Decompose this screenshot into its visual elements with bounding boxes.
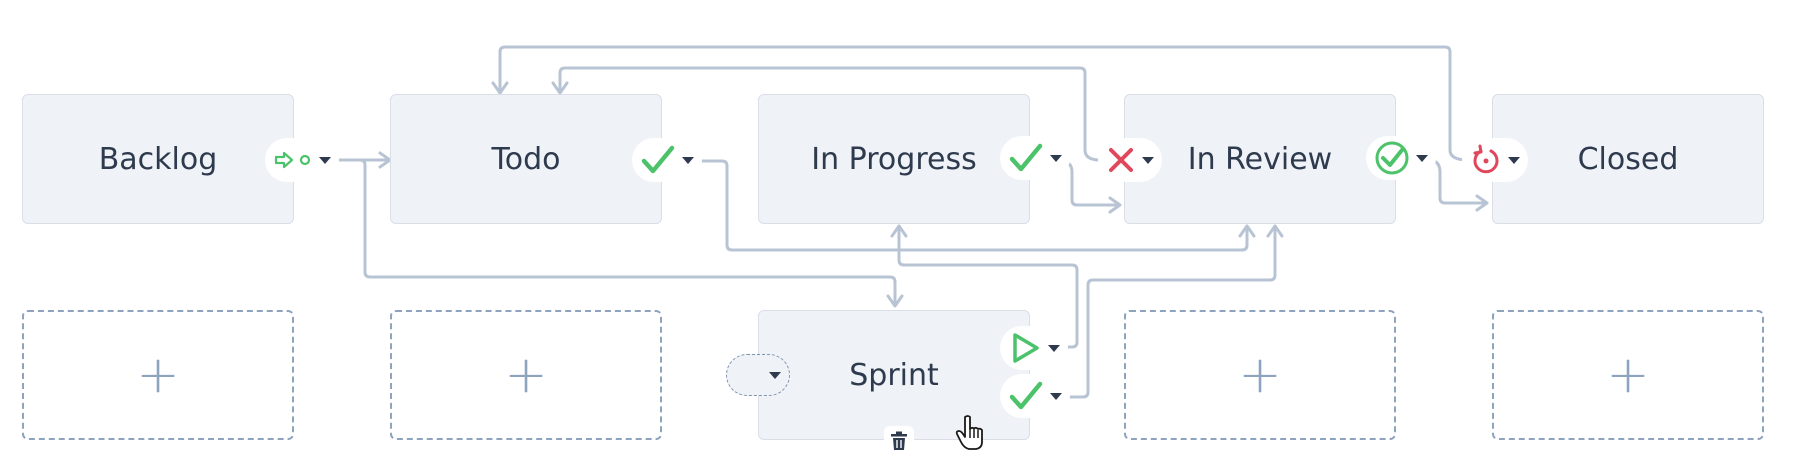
- arrowhead-closed-todo: [491, 81, 509, 95]
- state-label: Todo: [491, 141, 561, 177]
- state-closed[interactable]: Closed: [1492, 94, 1764, 224]
- chevron-down-icon: [1508, 156, 1520, 164]
- state-label: Closed: [1577, 141, 1679, 177]
- reopen-icon: [1473, 144, 1499, 174]
- chevron-down-icon: [1416, 154, 1428, 162]
- add-state-slot[interactable]: +: [1124, 310, 1396, 440]
- arrowhead-backlog-sprint: [886, 294, 904, 308]
- in-review-approve-button[interactable]: [1366, 136, 1436, 180]
- arrowhead-inreview-closed: [1475, 194, 1489, 212]
- chevron-down-icon: [1050, 392, 1062, 400]
- connector-backlog-sprint: [358, 158, 897, 305]
- chevron-down-icon: [1048, 344, 1060, 352]
- arrowhead-sprint-inreview: [1266, 224, 1284, 238]
- check-icon: [1009, 143, 1043, 172]
- arrow-start-icon: [274, 151, 311, 169]
- connector-sprint-inprogress: [897, 226, 1079, 349]
- state-in-progress[interactable]: In Progress: [758, 94, 1030, 224]
- chevron-down-icon: [1142, 156, 1154, 164]
- backlog-transition-button[interactable]: [265, 138, 339, 182]
- arrowhead-inprogress-inreview: [1108, 196, 1122, 214]
- state-sprint[interactable]: Sprint: [758, 310, 1030, 440]
- plus-icon: +: [504, 345, 548, 405]
- state-in-review[interactable]: In Review: [1124, 94, 1396, 224]
- state-label: In Review: [1187, 141, 1333, 177]
- trash-icon: [891, 431, 907, 450]
- state-label: Backlog: [98, 141, 218, 177]
- connector-closed-todo: [498, 45, 1470, 162]
- add-state-slot[interactable]: +: [22, 310, 294, 440]
- closed-reopen-button[interactable]: [1462, 138, 1528, 182]
- add-state-slot[interactable]: +: [390, 310, 662, 440]
- arrowhead-sprint-inprogress: [890, 224, 908, 238]
- state-todo[interactable]: Todo: [390, 94, 662, 224]
- delete-state-button[interactable]: [884, 426, 914, 456]
- hand-pointer-icon: [955, 415, 983, 450]
- chevron-down-icon: [769, 371, 781, 379]
- check-icon: [1009, 381, 1043, 410]
- connector-sprint-inreview: [1058, 226, 1277, 399]
- check-circle-icon: [1375, 141, 1409, 175]
- connector-inreview-todo: [558, 66, 1102, 162]
- todo-transition-button[interactable]: [632, 138, 702, 182]
- arrowhead-inreview-todo: [551, 81, 569, 95]
- chevron-down-icon: [1050, 154, 1062, 162]
- sprint-add-transition-button[interactable]: [726, 354, 790, 396]
- in-review-reject-button[interactable]: [1098, 138, 1162, 182]
- play-icon: [1013, 333, 1039, 363]
- state-label: Sprint: [849, 357, 939, 393]
- check-icon: [641, 145, 675, 174]
- connector-todo-inreview: [688, 159, 1249, 252]
- chevron-down-icon: [319, 156, 331, 164]
- x-icon: [1109, 148, 1133, 172]
- chevron-down-icon: [682, 156, 694, 164]
- plus-icon: +: [1606, 345, 1650, 405]
- plus-icon: +: [136, 345, 180, 405]
- arrowhead-todo-inreview: [1238, 224, 1256, 238]
- add-state-slot[interactable]: +: [1492, 310, 1764, 440]
- in-progress-transition-button[interactable]: [1000, 136, 1070, 180]
- sprint-complete-button[interactable]: [1000, 374, 1070, 418]
- state-backlog[interactable]: Backlog: [22, 94, 294, 224]
- plus-icon: +: [1238, 345, 1282, 405]
- state-label: In Progress: [811, 141, 977, 177]
- sprint-start-button[interactable]: [1000, 326, 1068, 370]
